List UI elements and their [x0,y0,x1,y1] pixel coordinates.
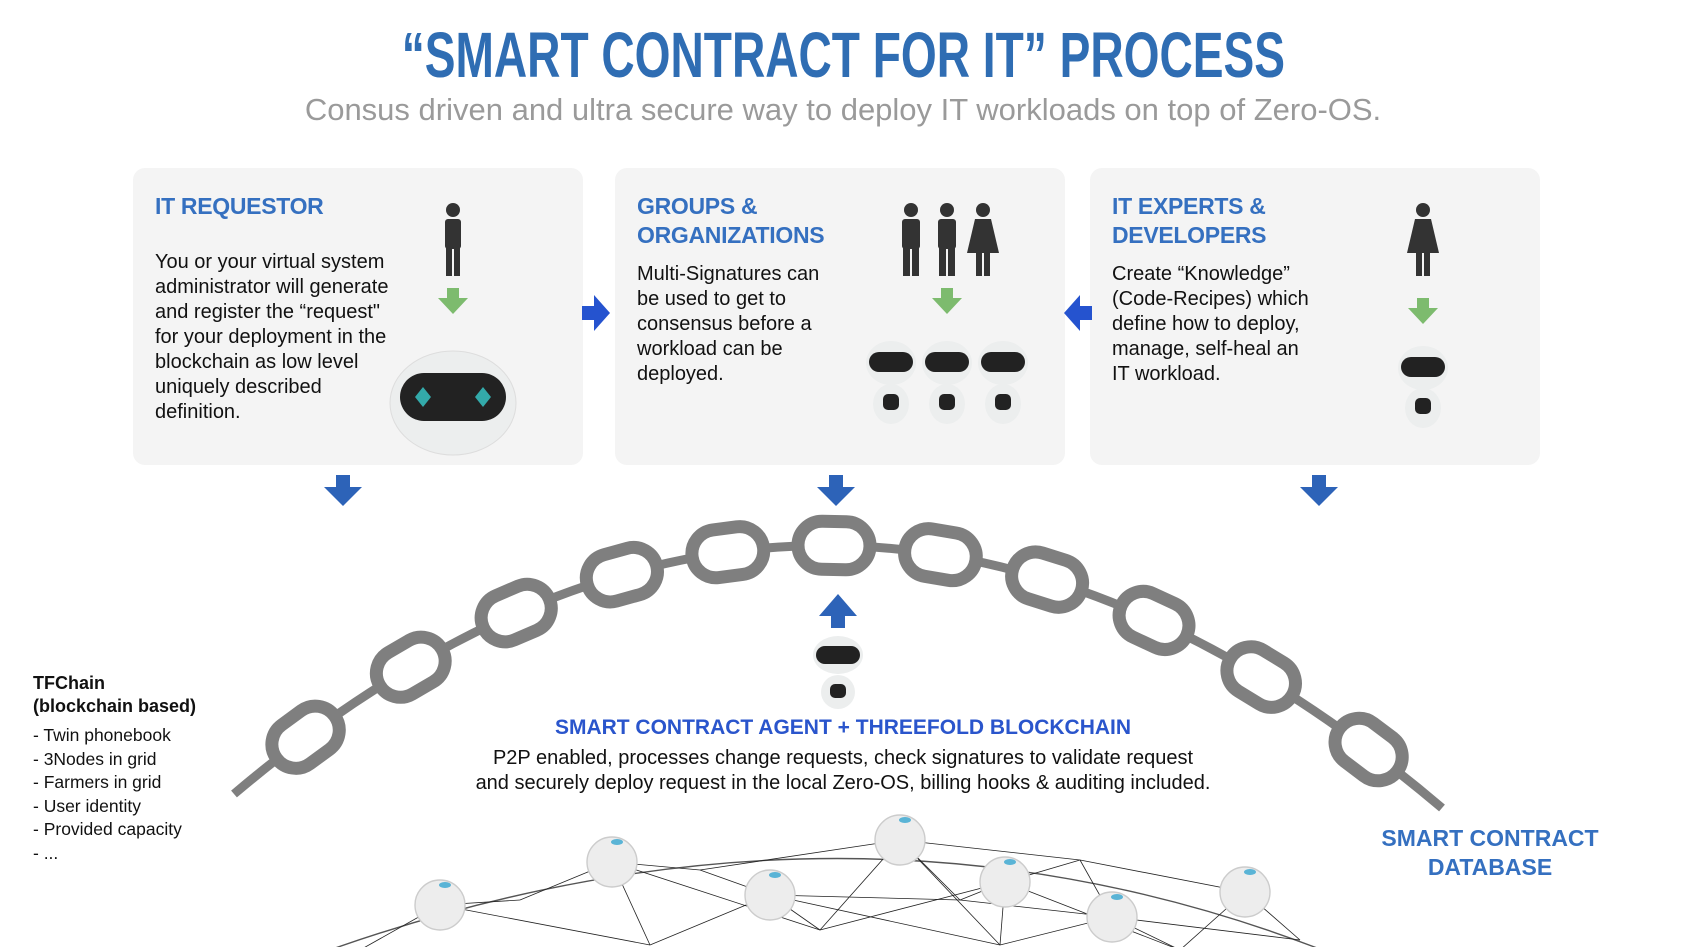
network-link [611,861,821,931]
chain-link [579,540,664,609]
network-link [819,881,1006,931]
node-icon [1086,891,1138,943]
man-icon [445,203,461,276]
agent-description: P2P enabled, processes change requests, … [475,747,1211,794]
arrow-down-icon [817,475,855,506]
chain-link [1220,640,1302,714]
node-icon [1219,866,1271,918]
arrow-down-icon [1300,475,1338,506]
arrow-right-icon [582,295,610,331]
list-item: - User identity [33,795,141,816]
chain-link [1112,584,1196,656]
it-experts-card: IT EXPERTS &DEVELOPERS Create “Knowledge… [1090,168,1540,465]
chain-link [685,520,771,585]
chain-link [1328,711,1409,788]
tfchain-info: TFChain (blockchain based) - Twin phoneb… [33,672,196,865]
network-link [769,894,1001,946]
arrow-down-icon [324,475,362,506]
node-icon [874,814,926,866]
chain-link [474,577,558,649]
network-link [769,894,961,901]
woman-icon [1407,203,1439,276]
network-link [439,904,651,946]
list-item: - Farmers in grid [33,772,162,792]
node-icon [979,856,1031,908]
network-link [1111,916,1301,941]
green-arrow-down-icon [1408,298,1438,324]
list-item: - 3Nodes in grid [33,748,157,769]
page-title: “SMART CONTRACT FOR IT” PROCESS [401,19,1285,91]
list-item: - Provided capacity [33,819,182,839]
network-link [899,839,1081,861]
green-arrow-down-icon [438,288,468,314]
network-link [1079,859,1246,893]
list-item: - ... [33,842,59,863]
robot-icon [1398,346,1448,428]
requestor-illustration [389,203,517,456]
node-icon [414,879,466,931]
network-link [699,839,901,871]
groups-organizations-card: GROUPS &ORGANIZATIONS Multi-Signatures c… [615,168,1065,465]
blockchain-chain-icon [231,514,1445,812]
list-item: - Twin phonebook [33,725,171,745]
page-subtitle: Consus driven and ultra secure way to de… [304,92,1382,127]
chain-link [369,630,452,704]
robots-icon [866,341,1028,424]
card-title: IT EXPERTS &DEVELOPERS [1112,193,1267,248]
node-icon [586,836,638,888]
card-title: GROUPS &ORGANIZATIONS [637,193,825,248]
developer-illustration [1398,203,1448,428]
groups-illustration [866,203,1028,424]
card-title: IT REQUESTOR [155,193,324,219]
chain-link [791,514,877,577]
arrow-up-icon [819,594,857,628]
people-icon [902,203,999,276]
agent-title: SMART CONTRACT AGENT + THREEFOLD BLOCKCH… [554,716,1132,739]
robot-icon [389,350,517,456]
node-icon [744,869,796,921]
chain-link [1005,545,1090,614]
agent-robot-icon [813,636,863,709]
arrow-left-icon [1064,295,1092,331]
chain-link [265,699,346,775]
chain-link [898,522,983,588]
world-network-globe [336,814,1317,947]
green-arrow-down-icon [932,288,962,314]
